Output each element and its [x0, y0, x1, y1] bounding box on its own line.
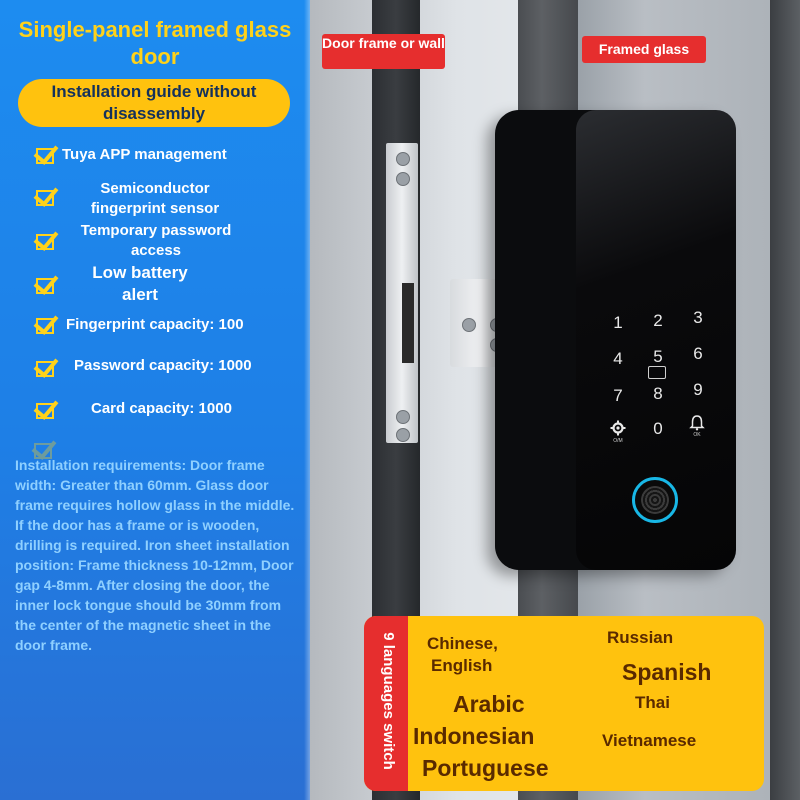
feature-low-battery: Low battery alert	[92, 263, 188, 304]
languages-side-label: 9 languages switch	[380, 632, 397, 770]
checkbox-icon	[33, 139, 60, 165]
languages-box	[364, 616, 764, 791]
feature-panel	[0, 0, 310, 800]
key-9[interactable]: 9	[693, 380, 703, 399]
screw-icon	[396, 428, 410, 442]
key-3[interactable]: 3	[693, 308, 703, 327]
screw-icon	[396, 410, 410, 424]
lang-arabic: Arabic	[453, 691, 525, 717]
feature-tuya-app: Tuya APP management	[62, 146, 227, 163]
key-7[interactable]: 7	[613, 386, 623, 405]
lang-portuguese: Portuguese	[422, 755, 549, 781]
checkbox-icon	[33, 181, 60, 207]
checkbox-icon	[33, 309, 60, 335]
installation-requirements: Installation requirements: Door frame wi…	[15, 457, 295, 653]
checkbox-icon	[31, 434, 58, 460]
page-title: Single-panel framed glass door	[18, 17, 292, 69]
strike-slot	[402, 283, 414, 363]
screw-icon	[396, 172, 410, 186]
feature-card-capacity: Card capacity: 1000	[91, 400, 232, 417]
panel-edge-highlight	[304, 0, 310, 800]
feature-fingerprint-sensor: Semiconductor fingerprint sensor	[90, 180, 220, 217]
key-6[interactable]: 6	[693, 344, 703, 363]
key-4[interactable]: 4	[613, 349, 623, 368]
feature-password-capacity: Password capacity: 1000	[74, 357, 252, 374]
gear-icon[interactable]	[610, 420, 626, 436]
checkbox-icon	[33, 352, 60, 378]
key-2[interactable]: 2	[653, 311, 663, 330]
key-5[interactable]: 5	[653, 347, 663, 366]
key-0[interactable]: 0	[653, 419, 663, 438]
lang-thai: Thai	[635, 693, 670, 712]
feature-fingerprint-capacity: Fingerprint capacity: 100	[66, 316, 244, 333]
lang-vietnamese: Vietnamese	[602, 731, 697, 750]
lang-chinese: Chinese,	[427, 634, 498, 653]
checkbox-icon	[33, 394, 60, 420]
key-8[interactable]: 8	[653, 384, 663, 403]
checkbox-icon	[33, 269, 60, 295]
ok-label: OK	[693, 432, 701, 438]
framed-glass-tag: Framed glass	[582, 36, 706, 63]
key-1[interactable]: 1	[613, 313, 623, 332]
door-frame-tag: Door frame or wall	[322, 34, 445, 69]
lang-russian: Russian	[607, 628, 674, 647]
glass-edge-frame	[770, 0, 800, 800]
installation-guide-text: Installation guide without disassembly	[51, 82, 257, 123]
om-label: O/M	[613, 438, 623, 444]
lang-english: English	[431, 656, 493, 675]
lang-indonesian: Indonesian	[413, 723, 535, 749]
lang-spanish: Spanish	[622, 659, 712, 685]
checkbox-icon	[33, 225, 60, 251]
installation-guide-pill	[18, 79, 290, 127]
languages-side-bar	[364, 616, 408, 791]
screw-icon	[462, 318, 476, 332]
bell-icon[interactable]	[689, 415, 705, 431]
feature-temporary-password: Temporary password access	[80, 222, 232, 259]
fingerprint-icon	[641, 486, 669, 514]
screw-icon	[396, 152, 410, 166]
card-icon	[648, 366, 666, 379]
